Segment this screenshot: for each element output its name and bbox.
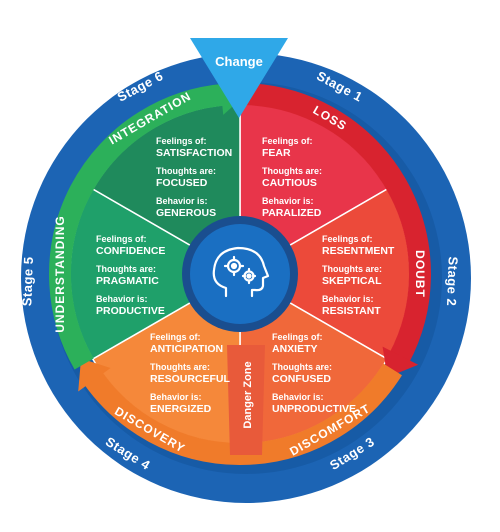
doubt-feelings: RESENTMENT	[322, 245, 395, 257]
discovery-feelings: ANTICIPATION	[150, 343, 223, 355]
arrow-loss-doubt	[245, 83, 431, 364]
discomfort-behavior: UNPRODUCTIVE	[272, 403, 356, 415]
stage-arrows	[49, 75, 431, 465]
integration-behavior-label: Behavior is:	[156, 196, 208, 206]
change-label: Change	[215, 54, 263, 69]
discovery-feelings-label: Feelings of:	[150, 332, 201, 342]
understanding-feelings-label: Feelings of:	[96, 234, 147, 244]
doubt-behavior-label: Behavior is:	[322, 294, 374, 304]
loss-feelings-label: Feelings of:	[262, 136, 313, 146]
doubt-thoughts: SKEPTICAL	[322, 275, 382, 287]
loss-thoughts-label: Thoughts are:	[262, 166, 322, 176]
discovery-thoughts-label: Thoughts are:	[150, 362, 210, 372]
discomfort-feelings-label: Feelings of:	[272, 332, 323, 342]
arrow-understanding-integration	[49, 83, 226, 370]
discovery-behavior-label: Behavior is:	[150, 392, 202, 402]
doubt-thoughts-label: Thoughts are:	[322, 264, 382, 274]
discovery-thoughts: RESOURCEFUL	[150, 373, 231, 385]
loss-thoughts: CAUTIOUS	[262, 177, 317, 189]
danger-zone-wedge	[227, 345, 265, 455]
stage-label-5: Stage 5	[19, 256, 36, 306]
danger-zone-label: Danger Zone	[242, 361, 254, 428]
understanding-behavior: PRODUCTIVE	[96, 305, 165, 317]
stage-label-2: Stage 2	[444, 256, 461, 306]
discomfort-feelings: ANXIETY	[272, 343, 318, 355]
head-gears-icon	[212, 246, 270, 298]
understanding-thoughts-label: Thoughts are:	[96, 264, 156, 274]
change-triangle	[190, 38, 288, 118]
doubt-behavior: RESISTANT	[322, 305, 381, 317]
doubt-feelings-label: Feelings of:	[322, 234, 373, 244]
integration-feelings: SATISFACTION	[156, 147, 232, 159]
discomfort-thoughts-label: Thoughts are:	[272, 362, 332, 372]
band-label-doubt: DOUBT	[413, 250, 427, 298]
discomfort-thoughts: CONFUSED	[272, 373, 331, 385]
discomfort-behavior-label: Behavior is:	[272, 392, 324, 402]
integration-behavior: GENEROUS	[156, 207, 216, 219]
integration-thoughts: FOCUSED	[156, 177, 208, 189]
understanding-feelings: CONFIDENCE	[96, 245, 165, 257]
band-label-understanding: UNDERSTANDING	[53, 215, 67, 332]
loss-feelings: FEAR	[262, 147, 291, 159]
discovery-behavior: ENERGIZED	[150, 403, 212, 415]
arrow-discomfort-discovery-head	[78, 358, 111, 392]
understanding-behavior-label: Behavior is:	[96, 294, 148, 304]
integration-thoughts-label: Thoughts are:	[156, 166, 216, 176]
loss-behavior: PARALIZED	[262, 207, 322, 219]
loss-behavior-label: Behavior is:	[262, 196, 314, 206]
integration-feelings-label: Feelings of:	[156, 136, 207, 146]
hub	[190, 224, 290, 324]
understanding-thoughts: PRAGMATIC	[96, 275, 159, 287]
